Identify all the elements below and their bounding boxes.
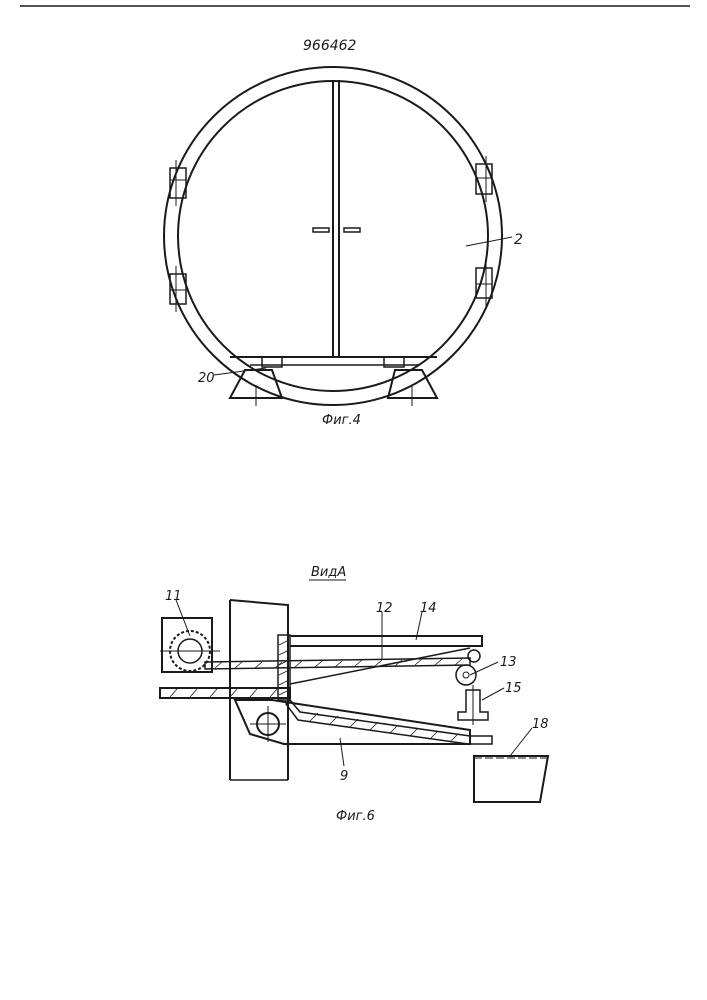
frame-beam <box>290 636 482 646</box>
figure-6: ВидА <box>160 565 549 824</box>
roller-top <box>468 650 480 662</box>
callout-clamp: 15 <box>505 681 522 696</box>
patent-number: 966462 <box>303 38 357 54</box>
roller <box>456 665 476 685</box>
leader-clamp <box>482 688 504 700</box>
callout-support: 20 <box>198 371 215 386</box>
callout-body: 2 <box>514 232 523 248</box>
frame-column <box>230 600 288 780</box>
lower-bar-hatch <box>170 689 277 697</box>
hinge-right-upper <box>476 156 492 202</box>
figure-4: 2 20 Фиг.4 <box>164 67 523 428</box>
door-handle-left <box>313 228 329 232</box>
callout-belt: 12 <box>376 601 393 616</box>
callout-roller: 13 <box>500 655 517 670</box>
leader-lever <box>340 738 344 766</box>
figure-6-caption: Фиг.6 <box>336 809 375 824</box>
callout-frame: 14 <box>420 601 437 616</box>
roller-pin <box>463 672 469 678</box>
table <box>474 756 548 802</box>
door-handle-right <box>344 228 360 232</box>
callout-drive: 11 <box>165 589 182 604</box>
callout-lever: 9 <box>340 769 348 784</box>
callout-table: 18 <box>532 717 549 732</box>
lever <box>235 700 470 744</box>
leader-table <box>510 728 532 756</box>
view-title: ВидА <box>311 565 346 580</box>
leader-body <box>466 237 512 246</box>
upper-strip <box>205 658 470 669</box>
figure-4-caption: Фиг.4 <box>322 413 361 428</box>
